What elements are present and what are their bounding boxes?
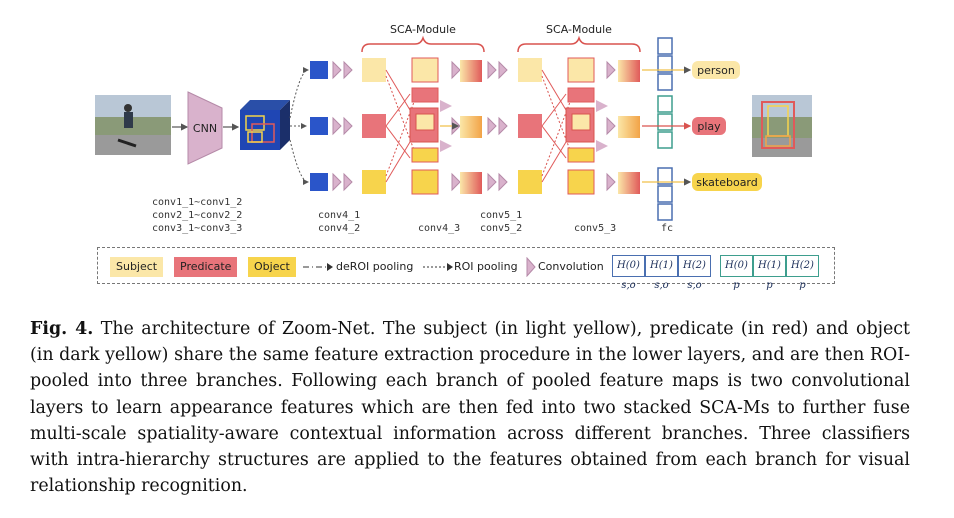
pooled-maps [310, 61, 328, 191]
layer-label-conv5-3: conv5_3 [574, 223, 616, 234]
layer-label-conv4-3: conv4_3 [418, 223, 460, 234]
layer-label-conv5-2: conv5_2 [480, 223, 522, 234]
layer-label-conv1: conv1_1~conv1_2 [152, 197, 242, 208]
legend: Subject Predicate Object deROI pooling R… [97, 247, 835, 291]
legend-h-so-1: H(1) s,o [645, 255, 678, 291]
figure-caption: Fig. 4. The architecture of Zoom-Net. Th… [30, 316, 910, 499]
layer-label-conv4-2: conv4_2 [318, 223, 360, 234]
convolution-icon [526, 257, 536, 277]
legend-convolution: Convolution [538, 260, 604, 273]
layer-label-conv2: conv2_1~conv2_2 [152, 210, 242, 221]
legend-h-p-0: H(0) p [720, 255, 753, 291]
sca-module-2 [518, 57, 640, 195]
fc-classifiers [657, 37, 673, 221]
deroi-pooling-arrow-icon [303, 263, 333, 271]
cnn-block [187, 91, 223, 165]
legend-h-so-2: H(2) s,o [678, 255, 711, 291]
legend-deroi: deROI pooling [336, 260, 414, 273]
sca-module-brace-1 [361, 35, 485, 53]
output-label-play: play [697, 120, 721, 133]
caption-label: Fig. 4. [30, 319, 94, 339]
zoom-net-architecture-diagram: CNN SCA-Module SCA-Module [95, 23, 812, 234]
legend-subject: Subject [110, 257, 164, 277]
layer-label-conv5-1: conv5_1 [480, 210, 522, 221]
sca-module-1 [362, 57, 482, 195]
sca-module-brace-2 [517, 35, 641, 53]
cnn-label: CNN [193, 122, 217, 135]
caption-text: The architecture of Zoom-Net. The subjec… [30, 319, 910, 497]
roi-pooling-arrow-icon [423, 263, 453, 271]
sca-module-label-2: SCA-Module [546, 23, 612, 36]
legend-h-p-1: H(1) p [753, 255, 786, 291]
output-label-person: person [697, 64, 735, 77]
legend-h-p-2: H(2) p [786, 255, 819, 291]
input-image [95, 95, 171, 155]
legend-object: Object [248, 257, 296, 277]
layer-label-fc: fc [661, 223, 673, 234]
layer-label-conv3: conv3_1~conv3_3 [152, 223, 242, 234]
sca-module-label-1: SCA-Module [390, 23, 456, 36]
legend-predicate: Predicate [174, 257, 238, 277]
legend-h-so-0: H(0) s,o [612, 255, 645, 291]
output-image [752, 95, 812, 157]
feature-map-cube [240, 100, 290, 150]
convolution-layers [332, 60, 616, 192]
legend-roi: ROI pooling [454, 260, 518, 273]
layer-label-conv4-1: conv4_1 [318, 210, 360, 221]
output-label-skateboard: skateboard [696, 176, 758, 189]
